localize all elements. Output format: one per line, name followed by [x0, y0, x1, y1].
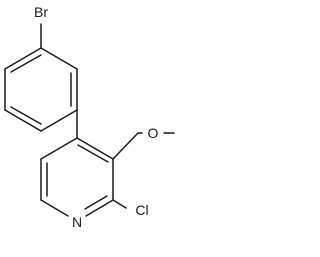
bond-pyr-c4-c3 — [76, 137, 114, 160]
bond-c3-ch2 — [112, 132, 139, 160]
bond-pyr-c2-n-inner — [84, 195, 108, 210]
bond-c2-cl — [112, 199, 127, 209]
chemical-structure-diagram: Br O N Cl — [4, 4, 175, 230]
bond-pyr-c4-c3-inner — [77, 144, 109, 163]
atom-label-bromine: Br — [34, 4, 48, 20]
bond-phenyl-c4-c5 — [4, 109, 42, 132]
bond-phenyl-c1-c2 — [40, 47, 78, 70]
atom-label-oxygen: O — [148, 125, 159, 141]
atom-label-nitrogen: N — [72, 214, 82, 230]
bond-phenyl-c4-c5-inner — [10, 106, 42, 125]
bond-phenyl-c6-c1-inner — [10, 54, 42, 73]
bond-phenyl-c3-c4 — [40, 109, 78, 132]
bond-phenyl-c6-c1 — [4, 47, 42, 70]
bond-pyr-c5-c4 — [40, 137, 78, 160]
atom-label-chlorine: Cl — [135, 202, 148, 218]
bond-pyr-c2-n — [85, 199, 114, 217]
bond-pyr-n-c6 — [40, 199, 69, 217]
